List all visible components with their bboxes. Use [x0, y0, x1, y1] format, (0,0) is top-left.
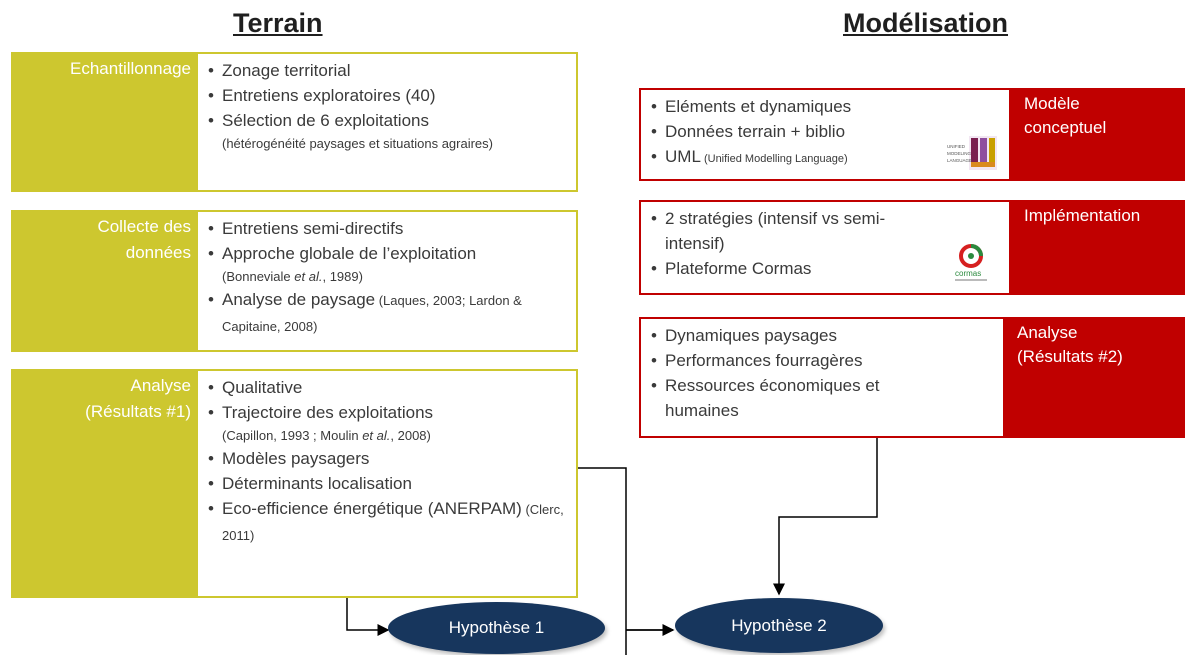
label-collecte-line1: Collecte des	[97, 217, 191, 236]
item-citation: (Laques, 2003; Lardon & Capitaine, 2008)	[222, 293, 522, 334]
list-item: Analyse de paysage (Laques, 2003; Lardon…	[206, 287, 570, 339]
item-text: Analyse de paysage	[222, 290, 376, 309]
box-analyse-1: Qualitative Trajectoire des exploitation…	[196, 369, 578, 598]
tag-collecte: Collecte des données	[11, 210, 197, 352]
hypothese-2-label: Hypothèse 2	[731, 615, 827, 635]
box-echantillonnage: Zonage territorial Entretiens exploratoi…	[196, 52, 578, 192]
heading-modelisation: Modélisation	[843, 8, 1009, 38]
list-item: Plateforme Cormas	[649, 256, 939, 281]
label-collecte-line2: données	[125, 243, 191, 262]
item-note: (Unified Modelling Language)	[700, 153, 848, 165]
svg-text:cormas: cormas	[955, 269, 981, 278]
list-item: Ressources économiques et humaines	[649, 373, 949, 423]
uml-logo-icon: UNIFIED MODELING LANGUAGE	[947, 136, 997, 170]
list-item: Trajectoire des exploitations (Capillon,…	[206, 400, 570, 446]
heading-terrain: Terrain	[233, 8, 323, 38]
list-item: Qualitative	[206, 375, 570, 400]
list-item: Approche globale de l’exploitation (Bonn…	[206, 241, 570, 287]
list-item: Données terrain + biblio	[649, 119, 1003, 144]
list-item: 2 stratégies (intensif vs semi-intensif)	[649, 206, 939, 256]
list-item: Dynamiques paysages	[649, 323, 949, 348]
item-note: (hétérogénéité paysages et situations ag…	[222, 136, 493, 151]
hypothese-2-oval: Hypothèse 2	[675, 598, 883, 653]
tag-echantillonnage: Echantillonnage	[11, 52, 197, 192]
arrow-analyse2-to-h2	[773, 438, 878, 596]
item-text: Sélection de 6 exploitations	[222, 111, 429, 130]
list-item: Déterminants localisation	[206, 471, 570, 496]
item-text: Approche globale de l’exploitation	[222, 244, 477, 263]
list-item: Sélection de 6 exploitations (hétérogéné…	[206, 108, 570, 154]
list-item: Entretiens semi-directifs	[206, 216, 570, 241]
item-citation: (Capillon, 1993 ; Moulin et al., 2008)	[222, 428, 431, 443]
label-conceptuel-line2: conceptuel	[1024, 118, 1107, 137]
box-conceptuel: Eléments et dynamiques Données terrain +…	[639, 88, 1011, 181]
label-analyse-1-line2: (Résultats #1)	[85, 402, 191, 421]
tag-conceptuel: Modèle conceptuel	[1010, 88, 1185, 181]
svg-text:MODELING: MODELING	[947, 151, 972, 156]
label-echantillonnage: Echantillonnage	[70, 59, 191, 78]
arrow-analyse1-to-h1	[346, 598, 390, 636]
label-implementation: Implémentation	[1024, 206, 1141, 225]
item-text: Trajectoire des exploitations	[222, 403, 434, 422]
list-item: Modèles paysagers	[206, 446, 570, 471]
tag-analyse-1: Analyse (Résultats #1)	[11, 369, 197, 598]
list-item: Eco-efficience énergétique (ANERPAM) (Cl…	[206, 496, 570, 548]
item-text: Eco-efficience énergétique (ANERPAM)	[222, 499, 522, 518]
item-text: UML	[665, 147, 701, 166]
label-analyse-1-line1: Analyse	[130, 376, 191, 395]
svg-text:LANGUAGE: LANGUAGE	[947, 158, 972, 163]
tag-implementation: Implémentation	[1010, 200, 1185, 295]
item-citation: (Clerc, 2011)	[222, 502, 564, 543]
hypothese-1-label: Hypothèse 1	[448, 618, 545, 637]
item-citation: (Bonneviale et al., 1989)	[222, 269, 363, 284]
label-analyse-2-line2: (Résultats #2)	[1017, 347, 1123, 366]
svg-text:UNIFIED: UNIFIED	[947, 144, 966, 149]
label-conceptuel-line1: Modèle	[1024, 94, 1080, 113]
list-item: Eléments et dynamiques	[649, 94, 1003, 119]
cormas-logo-icon: cormas	[955, 244, 987, 281]
list-item: Entretiens exploratoires (40)	[206, 83, 570, 108]
list-item: Zonage territorial	[206, 58, 570, 83]
box-collecte: Entretiens semi-directifs Approche globa…	[196, 210, 578, 352]
box-analyse-2: Dynamiques paysages Performances fourrag…	[639, 317, 1011, 438]
list-item: UML (Unified Modelling Language)	[649, 144, 1003, 172]
hypothese-1-oval: Hypothèse 1	[388, 602, 605, 654]
box-implementation: 2 stratégies (intensif vs semi-intensif)…	[639, 200, 1011, 295]
label-analyse-2-line1: Analyse	[1017, 323, 1078, 342]
tag-analyse-2: Analyse (Résultats #2)	[1003, 317, 1185, 438]
list-item: Performances fourragères	[649, 348, 949, 373]
